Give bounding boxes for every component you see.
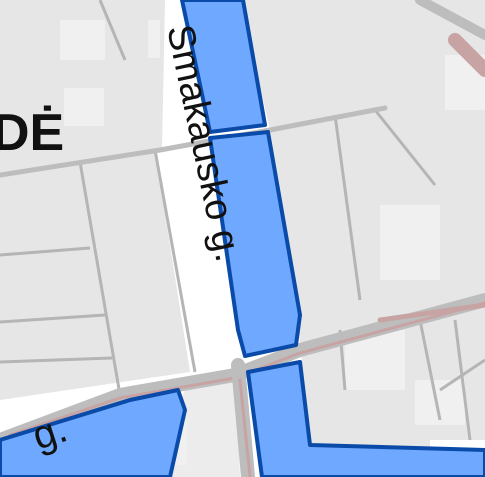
highlighted-parcel-street-center (208, 130, 302, 358)
building (64, 88, 104, 126)
road-right-accent (377, 302, 485, 323)
parcel-borders (0, 0, 485, 441)
highlighted-parcel-bottom-left (0, 388, 187, 477)
highlighted-parcel-bottom-right (246, 360, 485, 477)
building (60, 20, 105, 60)
road-top-right-diagonal (415, 0, 485, 40)
road-top-right-accent (448, 33, 485, 77)
highlighted-parcel-street-north (180, 0, 267, 134)
district-label-fragment: DĖ (0, 104, 64, 162)
building (380, 205, 440, 280)
parcel-top-left (0, 0, 165, 172)
road-accent-vertical (238, 378, 252, 477)
building (148, 20, 160, 58)
parcel-left-block (0, 150, 190, 400)
